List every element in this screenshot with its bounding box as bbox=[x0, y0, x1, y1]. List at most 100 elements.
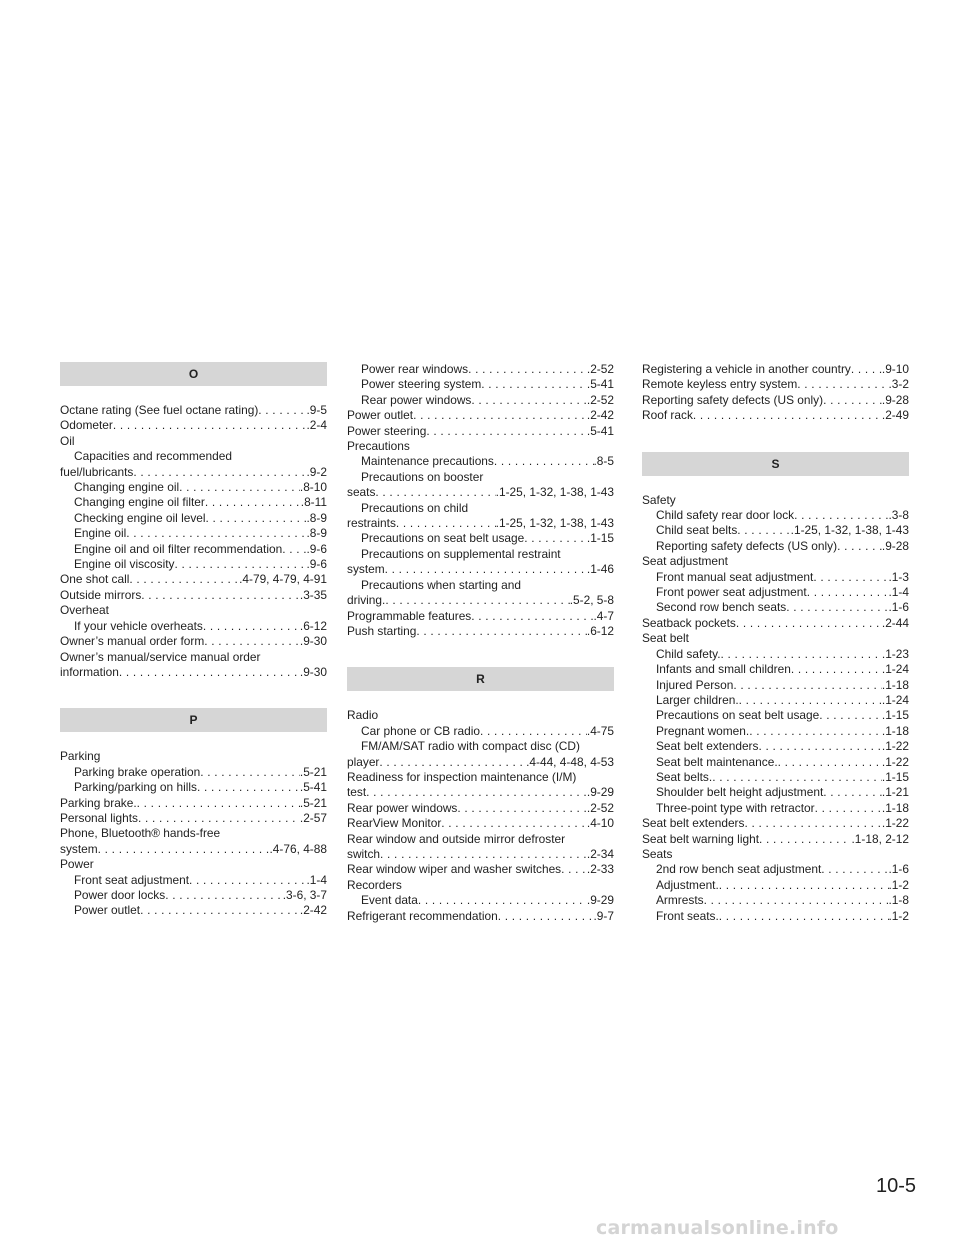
dot-leader bbox=[721, 647, 882, 662]
index-entry: Power rear windows.2-52 bbox=[347, 362, 614, 377]
entry-term: Reporting safety defects (US only) bbox=[656, 538, 838, 553]
index-entry: Seat belt extenders.1-22 bbox=[642, 739, 909, 754]
dot-leader bbox=[837, 539, 882, 554]
entry-term: Power outlet bbox=[74, 903, 141, 918]
dot-leader bbox=[137, 796, 300, 811]
dot-leader bbox=[200, 765, 300, 780]
entry-term: driving. bbox=[347, 593, 386, 608]
dot-leader bbox=[441, 816, 587, 831]
dot-leader bbox=[807, 585, 889, 600]
dot-leader bbox=[258, 403, 306, 418]
index-entry: Power door locks.3-6, 3-7 bbox=[60, 888, 327, 903]
dot-leader bbox=[413, 408, 587, 423]
index-entry: Power steering system .5-41 bbox=[347, 377, 614, 392]
dot-leader bbox=[815, 801, 882, 816]
index-heading: Safety bbox=[642, 492, 676, 507]
index-entry: Seat belt warning light.1-18, 2-12 bbox=[642, 832, 909, 847]
entry-term: information bbox=[60, 664, 119, 679]
entry-page-ref: .4-10 bbox=[586, 816, 614, 831]
entry-term: Front power seat adjustment bbox=[656, 585, 807, 600]
index-entry: Car phone or CB radio.4-75 bbox=[347, 724, 614, 739]
entry-page-ref: .8-5 bbox=[593, 454, 615, 469]
entry-page-ref: .2-34 bbox=[586, 846, 614, 861]
dot-leader bbox=[179, 480, 300, 495]
spacer bbox=[642, 424, 909, 452]
entry-page-ref: .9-29 bbox=[586, 893, 614, 908]
entry-page-ref: .6-12 bbox=[586, 623, 614, 638]
dot-leader bbox=[851, 362, 882, 377]
index-subheading: Precautions on supplemental restraint bbox=[361, 546, 561, 561]
entry-page-ref: .1-15 bbox=[586, 531, 614, 546]
index-entry: Child seat belts.1-25, 1-32, 1-38, 1-43 bbox=[642, 523, 909, 538]
index-entry: Rear power windows.2-52 bbox=[347, 393, 614, 408]
dot-leader bbox=[129, 572, 239, 587]
entry-page-ref: .1-24 bbox=[881, 692, 909, 707]
dot-leader bbox=[813, 570, 888, 585]
index-entry: test.9-29 bbox=[347, 785, 614, 800]
entry-page-ref: .2-52 bbox=[586, 392, 614, 407]
entry-term: system bbox=[347, 562, 385, 577]
entry-term: Rear power windows bbox=[347, 800, 458, 815]
index-entry: player.4-44, 4-48, 4-53 bbox=[347, 755, 614, 770]
index-entry: information .9-30 bbox=[60, 665, 327, 680]
entry-page-ref: .1-6 bbox=[888, 862, 910, 877]
dot-leader bbox=[480, 724, 587, 739]
dot-leader bbox=[739, 693, 882, 708]
index-heading: Recorders bbox=[347, 877, 402, 892]
entry-page-ref: .8-9 bbox=[306, 526, 328, 541]
index-entry: Second row bench seats.1-6 bbox=[642, 600, 909, 615]
index-heading: Seat adjustment bbox=[642, 554, 728, 569]
index-entry: Reporting safety defects (US only).9-28 bbox=[642, 393, 909, 408]
dot-leader bbox=[426, 424, 587, 439]
index-entry: system.4-76, 4-88 bbox=[60, 842, 327, 857]
dot-leader bbox=[119, 665, 300, 680]
spacer bbox=[347, 691, 614, 708]
entry-term: Shoulder belt height adjustment bbox=[656, 785, 824, 800]
entry-term: player bbox=[347, 754, 380, 769]
entry-term: test bbox=[347, 785, 367, 800]
entry-page-ref: .8-10 bbox=[299, 480, 327, 495]
index-entry: Parking brake..5-21 bbox=[60, 796, 327, 811]
index-entry: Shoulder belt height adjustment .1-21 bbox=[642, 785, 909, 800]
index-entry: Checking engine oil level.8-9 bbox=[60, 511, 327, 526]
dot-leader bbox=[737, 523, 790, 538]
entry-page-ref: .9-30 bbox=[299, 664, 327, 679]
index-entry: Adjustment..1-2 bbox=[642, 878, 909, 893]
entry-page-ref: .1-4 bbox=[888, 585, 910, 600]
dot-leader bbox=[759, 832, 851, 847]
spacer bbox=[60, 680, 327, 708]
entry-term: Power outlet bbox=[347, 408, 414, 423]
spacer bbox=[60, 732, 327, 749]
entry-page-ref: .5-41 bbox=[586, 377, 614, 392]
entry-term: Power rear windows bbox=[361, 362, 469, 376]
entry-page-ref: .1-3 bbox=[888, 569, 910, 584]
entry-term: RearView Monitor bbox=[347, 816, 442, 831]
entry-term: seats bbox=[347, 485, 376, 500]
section-letter-band: O bbox=[60, 362, 327, 386]
dot-leader bbox=[498, 909, 594, 924]
entry-page-ref: .3-6, 3-7 bbox=[282, 887, 327, 902]
index-heading: Power bbox=[60, 857, 94, 872]
index-entry: Infants and small children.1-24 bbox=[642, 662, 909, 677]
entry-page-ref: .1-21 bbox=[881, 785, 909, 800]
dot-leader bbox=[126, 526, 306, 541]
index-entry: Three-point type with retractor.1-18 bbox=[642, 801, 909, 816]
index-entry: Front seat adjustment.1-4 bbox=[60, 873, 327, 888]
index-subheading: Precautions on booster bbox=[361, 469, 484, 484]
entry-page-ref: .1-25, 1-32, 1-38, 1-43 bbox=[495, 516, 614, 531]
entry-page-ref: .4-79, 4-79, 4-91 bbox=[239, 572, 327, 587]
index-entry: Armrests.1-8 bbox=[642, 893, 909, 908]
dot-leader bbox=[205, 495, 301, 510]
entry-page-ref: .1-2 bbox=[888, 908, 910, 923]
entry-term: restraints bbox=[347, 516, 396, 531]
entry-page-ref: .2-52 bbox=[586, 800, 614, 815]
spacer bbox=[60, 386, 327, 403]
index-entry: Precautions on seat belt usage.1-15 bbox=[642, 708, 909, 723]
dot-leader bbox=[174, 557, 306, 572]
entry-term: Power steering system bbox=[361, 377, 482, 392]
entry-term: Seatback pockets bbox=[642, 615, 736, 630]
entry-page-ref: .1-15 bbox=[881, 708, 909, 723]
entry-term: Front manual seat adjustment bbox=[656, 569, 814, 584]
entry-term: Refrigerant recommendation bbox=[347, 908, 498, 923]
index-entry: Refrigerant recommendation.9-7 bbox=[347, 909, 614, 924]
